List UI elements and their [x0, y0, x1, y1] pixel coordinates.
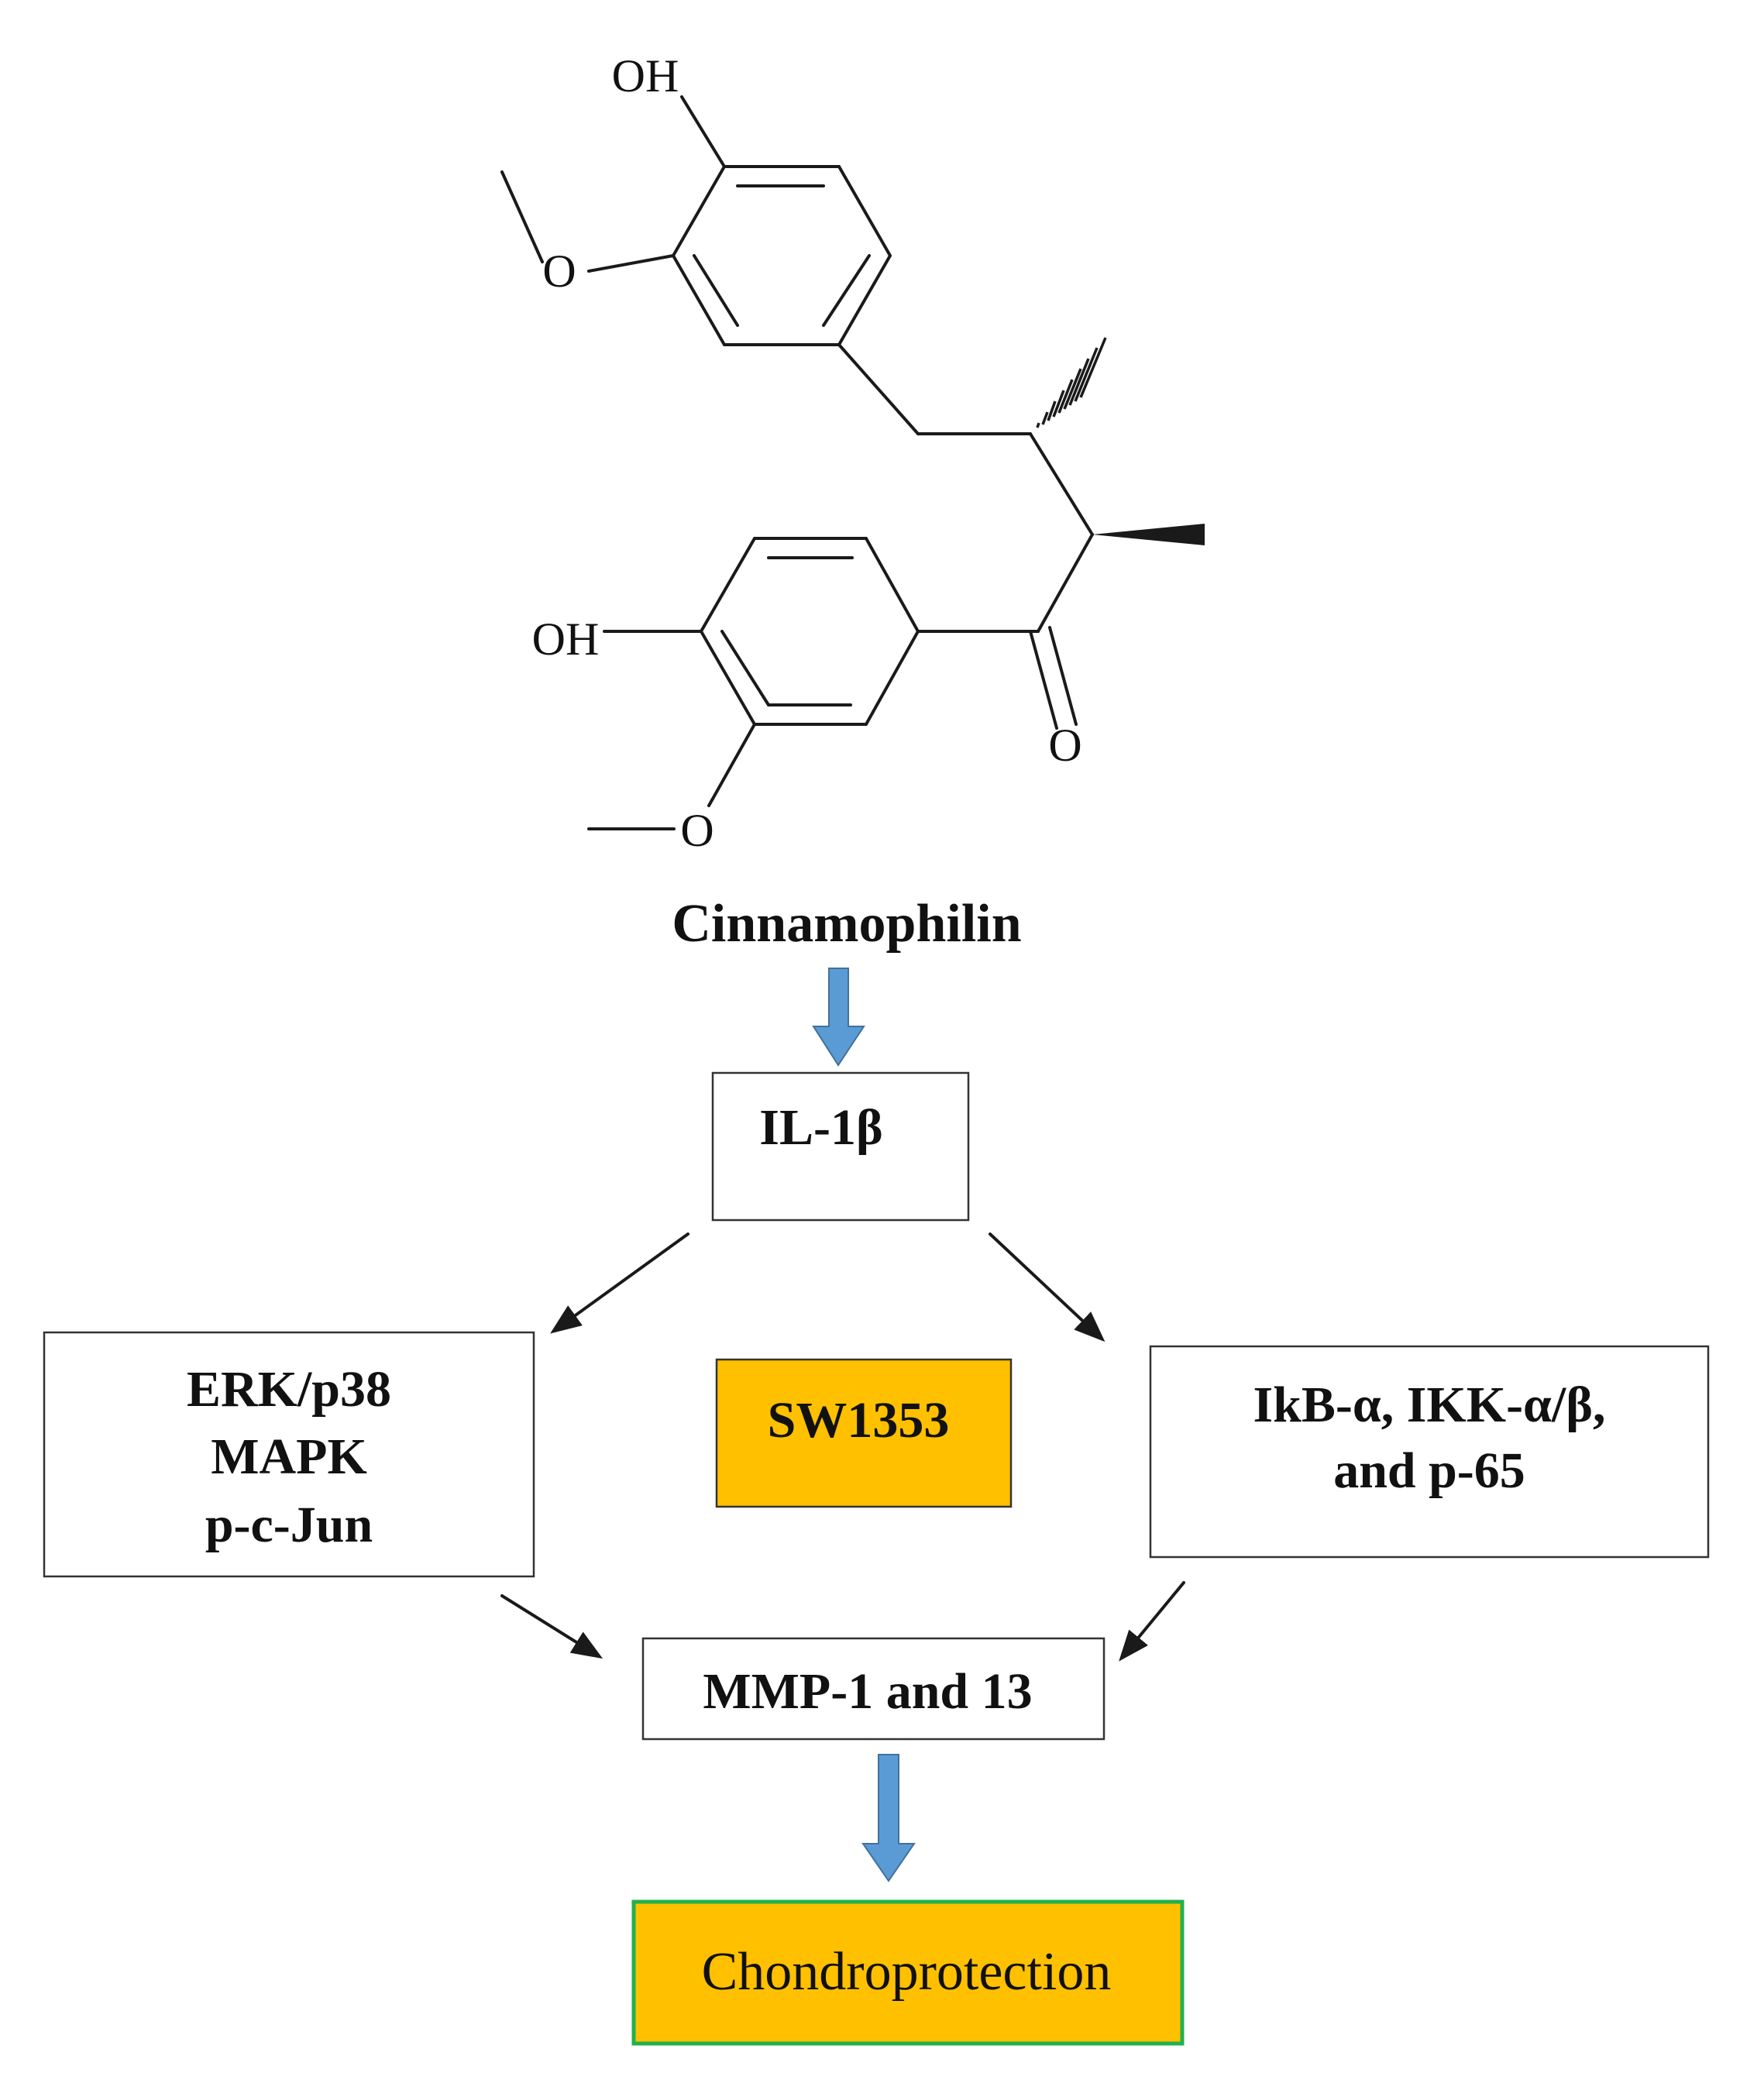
cinnamophilin-structure: OH O OH O O	[500, 50, 1205, 856]
mmp-label: MMP-1 and 13	[703, 1663, 1032, 1720]
outcome-box	[631, 1899, 1185, 2046]
block-arrow-down-bottom	[861, 1754, 916, 1882]
arrow-il1b-to-erk	[550, 1232, 689, 1334]
atom-oh-bottom: OH	[532, 614, 600, 665]
erk-mapk-box	[43, 1331, 535, 1578]
atom-o-bottom: O	[680, 805, 714, 856]
block-arrow-down-top	[812, 968, 865, 1067]
arrow-il1b-to-nfkb	[989, 1232, 1106, 1342]
cell-line-label: SW1353	[768, 1392, 950, 1449]
bond-o-top	[587, 254, 675, 273]
bond-ch2-a	[837, 343, 920, 435]
solid-wedge-methyl	[1092, 524, 1205, 545]
erk-label-line2: MAPK	[211, 1428, 367, 1485]
bond-carbonyl-b	[1048, 626, 1078, 726]
atom-o-carbonyl: O	[1048, 720, 1081, 771]
erk-label-line3: p-c-Jun	[205, 1497, 373, 1553]
il1b-box	[711, 1071, 970, 1222]
il1b-label: IL-1β	[759, 1099, 882, 1156]
outcome-label: Chondroprotection	[702, 1942, 1112, 2002]
bond-carbonyl-a	[1029, 630, 1058, 730]
bond-o-bottom	[707, 723, 756, 807]
hashed-wedge-methyl	[1036, 337, 1107, 428]
bond-chain-d	[1037, 533, 1094, 633]
bond-methyl-top	[500, 170, 544, 263]
upper-phenol-ring	[671, 165, 892, 346]
bond-chain-c	[1029, 432, 1094, 536]
arrow-nfkb-to-mmp	[1119, 1581, 1185, 1662]
nfkb-box	[1149, 1345, 1710, 1559]
erk-label-line1: ERK/p38	[187, 1361, 391, 1418]
arrow-erk-to-mmp	[500, 1594, 603, 1659]
bond-oh-top	[680, 95, 726, 168]
mmp-box	[641, 1637, 1106, 1741]
compound-name: Cinnamophilin	[672, 894, 1021, 954]
nfkb-label-line2: and p-65	[1333, 1442, 1525, 1499]
cell-line-box	[715, 1358, 1013, 1508]
nfkb-label-line1: IkB-α, IKK-α/β,	[1253, 1377, 1605, 1433]
atom-oh-top: OH	[612, 50, 679, 101]
atom-o-top: O	[542, 246, 576, 297]
lower-phenol-ring	[699, 537, 920, 726]
